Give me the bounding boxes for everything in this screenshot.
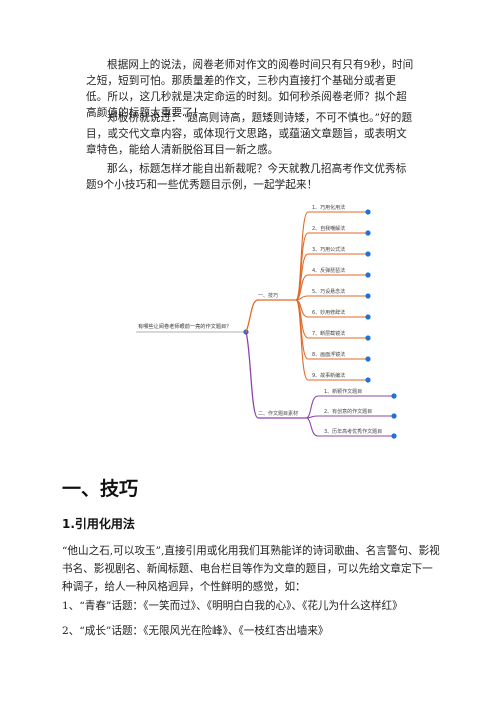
mind-map-item-label: 4、反弹琵琶法 [312, 267, 345, 274]
section-subheading: 1.引用化用法 [62, 517, 135, 531]
expand-node-icon[interactable] [391, 393, 397, 399]
expand-node-icon[interactable] [365, 251, 371, 257]
mind-map-item-label: 3、历年高考优秀作文题目 [324, 428, 382, 435]
expand-node-icon[interactable] [365, 356, 371, 362]
expand-node-icon[interactable] [365, 209, 371, 215]
example-line-2: 2、“成长”话题：《无限风光在险峰》、《一枝红杏出墙来》 [62, 625, 329, 637]
intro-paragraph-2: 郑板桥就说过：“题高则诗高，题矮则诗矮，不可不慎也。”好的题目，或交代文章内容，… [86, 112, 413, 156]
mind-map-item-label: 9、故事新编法 [312, 372, 345, 379]
section-paragraph: “他山之石,可以攻玉”,直接引用或化用我们耳熟能详的诗词歌曲、名言警句、影视书名… [62, 545, 440, 593]
mind-map-item-label: 3、巧用公式法 [312, 246, 345, 253]
mind-map-item-label: 7、断层截镜法 [312, 330, 345, 337]
mind-map-item-label: 6、妙用修辞法 [312, 309, 345, 316]
mind-map-item-label: 2、自我嘲解法 [312, 225, 345, 232]
intro-paragraph-1: 根据网上的说法，阅卷老师对作文的阅卷时间只有只有9秒，时间之短，短到可怕。那质量… [86, 59, 414, 119]
mind-map: 有哪些让阅卷老师眼前一亮的作文题目？ 一、技巧 二、作文题目素材 1、巧用化用法… [136, 204, 397, 439]
mind-map-item-label: 8、画面浮镜法 [312, 351, 345, 358]
expand-node-icon[interactable] [391, 433, 397, 439]
mind-map-connector [295, 274, 368, 301]
branch1-connector [245, 299, 296, 333]
mind-map-connector [305, 417, 394, 437]
branch2-items: 1、新颖作文题目 2、有创意的作文题目 3、历年高考优秀作文题目 [305, 388, 397, 439]
expand-node-icon[interactable] [365, 377, 371, 383]
mind-map-branch2-label: 二、作文题目素材 [258, 410, 298, 417]
expand-node-icon[interactable] [391, 413, 397, 419]
mind-map-branch1-label: 一、技巧 [258, 292, 278, 299]
mind-map-root-label: 有哪些让阅卷老师眼前一亮的作文题目？ [138, 322, 231, 330]
section-heading: 一、技巧 [62, 478, 139, 500]
expand-node-icon[interactable] [365, 230, 371, 236]
mind-map-connector [295, 295, 368, 301]
intro-paragraph-3: 那么，标题怎样才能自出新裁呢？今天就教几招高考作文优秀标题9个小技巧和一些优秀题… [86, 163, 407, 191]
mind-map-connector [295, 299, 368, 381]
expand-node-icon[interactable] [365, 293, 371, 299]
branch2-connector [245, 331, 306, 419]
expand-node-icon[interactable] [365, 335, 371, 341]
mind-map-item-label: 2、有创意的作文题目 [324, 408, 372, 415]
mind-map-connector [295, 299, 368, 360]
mind-map-connector [305, 395, 394, 419]
mind-map-item-label: 5、巧设悬念法 [312, 288, 345, 295]
mind-map-item-label: 1、新颖作文题目 [324, 388, 362, 395]
example-line-1: 1、“青春”话题：《一笑而过》、《明明白白我的心》、《花儿为什么这样红》 [62, 600, 403, 612]
mind-map-item-label: 1、巧用化用法 [312, 204, 345, 211]
branch1-items: 1、巧用化用法 2、自我嘲解法 3、巧用公式法 4、反弹琵琶法 5、巧设悬念法 6、妙用修… [295, 204, 371, 383]
expand-node-icon[interactable] [365, 272, 371, 278]
expand-node-icon[interactable] [365, 314, 371, 320]
mind-map-connector [305, 415, 394, 419]
